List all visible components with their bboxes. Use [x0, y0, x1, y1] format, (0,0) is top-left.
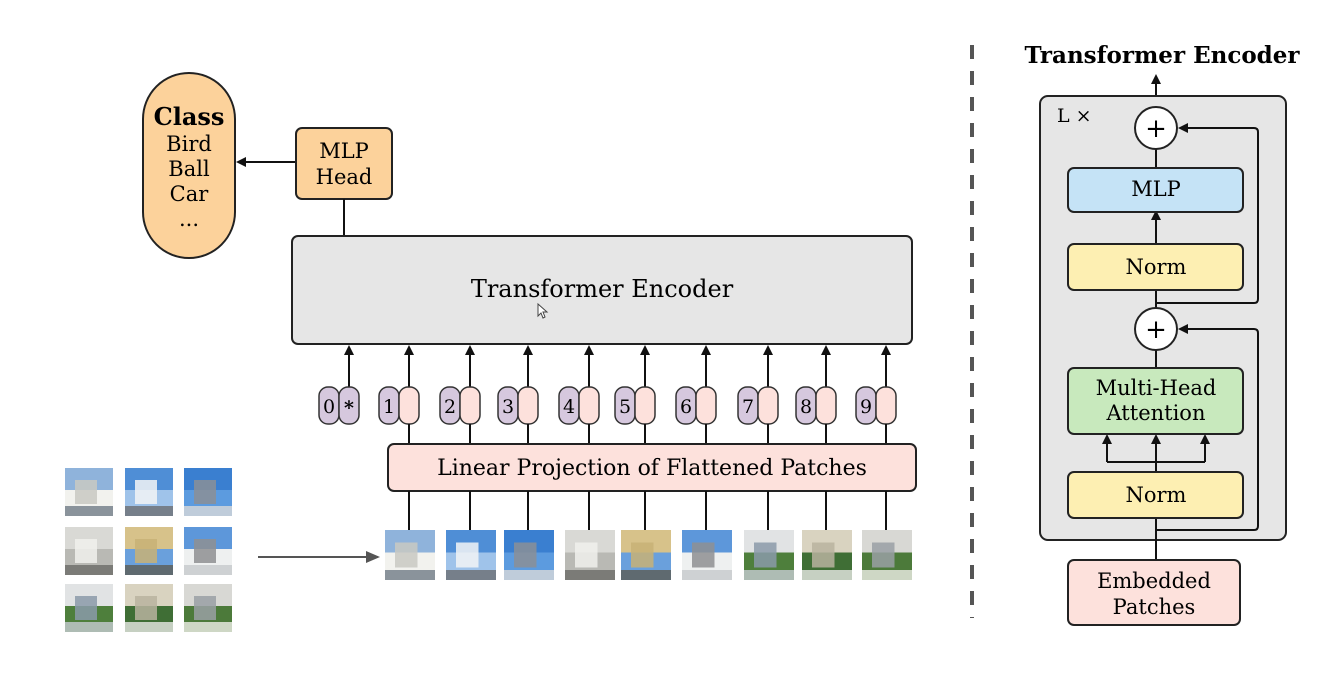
- embedded-patches-label: Patches: [1113, 595, 1196, 619]
- position-index-label: 4: [563, 396, 575, 418]
- patch-embedding-pill: [634, 386, 656, 425]
- class-token-label: *: [344, 397, 354, 419]
- add-symbol: +: [1145, 315, 1167, 345]
- position-index-label: 2: [444, 396, 456, 418]
- class-item: Bird: [166, 132, 212, 156]
- patch-embedding-pill: [459, 386, 481, 425]
- class-item: Car: [170, 182, 210, 206]
- main-encoder-label: Transformer Encoder: [471, 275, 734, 303]
- embedded-patches-label: Embedded: [1097, 569, 1211, 593]
- patch-embedding-pill: [578, 386, 600, 425]
- grid-image-tile: [184, 527, 232, 575]
- grid-image-tile: [125, 527, 173, 575]
- grid-image-tile: [65, 584, 113, 632]
- patch-token: 8: [795, 345, 837, 444]
- position-index-label: 9: [860, 396, 872, 418]
- residual-connection-top: [1156, 123, 1259, 304]
- position-index-label: 1: [383, 396, 395, 418]
- detail-norm-bottom-label: Norm: [1126, 483, 1187, 507]
- patch-token: 2: [439, 345, 481, 444]
- class-item: Ball: [168, 157, 210, 181]
- detail-norm-top-label: Norm: [1126, 255, 1187, 279]
- image-patch: [802, 491, 852, 580]
- patch-embedding-pill: [338, 386, 360, 425]
- patch-embedding-pill: [695, 386, 717, 425]
- patch-sequence: [385, 491, 912, 580]
- add-node-top: +: [1134, 106, 1178, 150]
- class-title: Class: [154, 102, 225, 131]
- patch-embedding-pill: [815, 386, 837, 425]
- residual-connection-bottom: [1156, 324, 1259, 531]
- position-index-label: 6: [680, 396, 692, 418]
- detail-title: Transformer Encoder: [1024, 42, 1300, 69]
- detail-mha-label: Multi-Head: [1096, 376, 1217, 400]
- detail-mha-label: Attention: [1106, 401, 1206, 425]
- image-patch: [504, 491, 554, 580]
- patch-token: 5: [614, 345, 656, 444]
- grid-image-tile: [125, 468, 173, 516]
- detail-norm-top-box: Norm: [1067, 243, 1244, 291]
- position-index-label: 7: [742, 396, 754, 418]
- position-index-label: 3: [502, 396, 514, 418]
- patch-token: 1: [378, 345, 420, 444]
- position-index-label: 8: [800, 396, 812, 418]
- image-patch: [621, 491, 671, 580]
- source-image-grid: [65, 468, 232, 632]
- add-symbol: +: [1145, 114, 1167, 144]
- mlp-head-label: Head: [316, 165, 373, 189]
- patch-token: 0*: [318, 345, 360, 425]
- image-patch: [565, 491, 615, 580]
- patch-token: 6: [675, 345, 717, 444]
- linear-projection-label: Linear Projection of Flattened Patches: [437, 456, 867, 481]
- mlp-head-label: MLP: [319, 139, 369, 163]
- patch-token: 4: [558, 345, 600, 444]
- mouse-cursor-icon: [537, 302, 549, 319]
- grid-image-tile: [184, 584, 232, 632]
- image-patch: [744, 491, 794, 580]
- patch-embedding-pill: [398, 386, 420, 425]
- repeat-label: L ×: [1057, 105, 1092, 127]
- patch-embedding-pill: [875, 386, 897, 425]
- position-index-label: 5: [619, 396, 631, 418]
- image-patch: [682, 491, 732, 580]
- image-patch: [385, 491, 435, 580]
- linear-projection-box: Linear Projection of Flattened Patches: [387, 443, 917, 492]
- class-box: Class Bird Ball Car ...: [142, 72, 236, 259]
- main-transformer-encoder: Transformer Encoder: [291, 235, 913, 345]
- grid-image-tile: [184, 468, 232, 516]
- image-patch: [862, 491, 912, 580]
- patch-token: 9: [855, 345, 897, 444]
- patch-embedding-pill: [757, 386, 779, 425]
- detail-mlp-label: MLP: [1131, 177, 1181, 201]
- patch-embedding-pill: [517, 386, 539, 425]
- position-index-label: 0: [323, 396, 335, 418]
- embedded-patches-box: Embedded Patches: [1067, 559, 1241, 626]
- detail-multi-head-attention-box: Multi-Head Attention: [1067, 367, 1244, 435]
- detail-norm-bottom-box: Norm: [1067, 471, 1244, 519]
- patch-token: 7: [737, 345, 779, 444]
- class-item: ...: [179, 207, 199, 231]
- grid-image-tile: [65, 527, 113, 575]
- image-patch: [446, 491, 496, 580]
- grid-image-tile: [65, 468, 113, 516]
- add-node-bottom: +: [1134, 307, 1178, 351]
- grid-image-tile: [125, 584, 173, 632]
- mlp-head-box: MLP Head: [295, 127, 393, 200]
- patch-token: 3: [497, 345, 539, 444]
- detail-mlp-box: MLP: [1067, 167, 1244, 213]
